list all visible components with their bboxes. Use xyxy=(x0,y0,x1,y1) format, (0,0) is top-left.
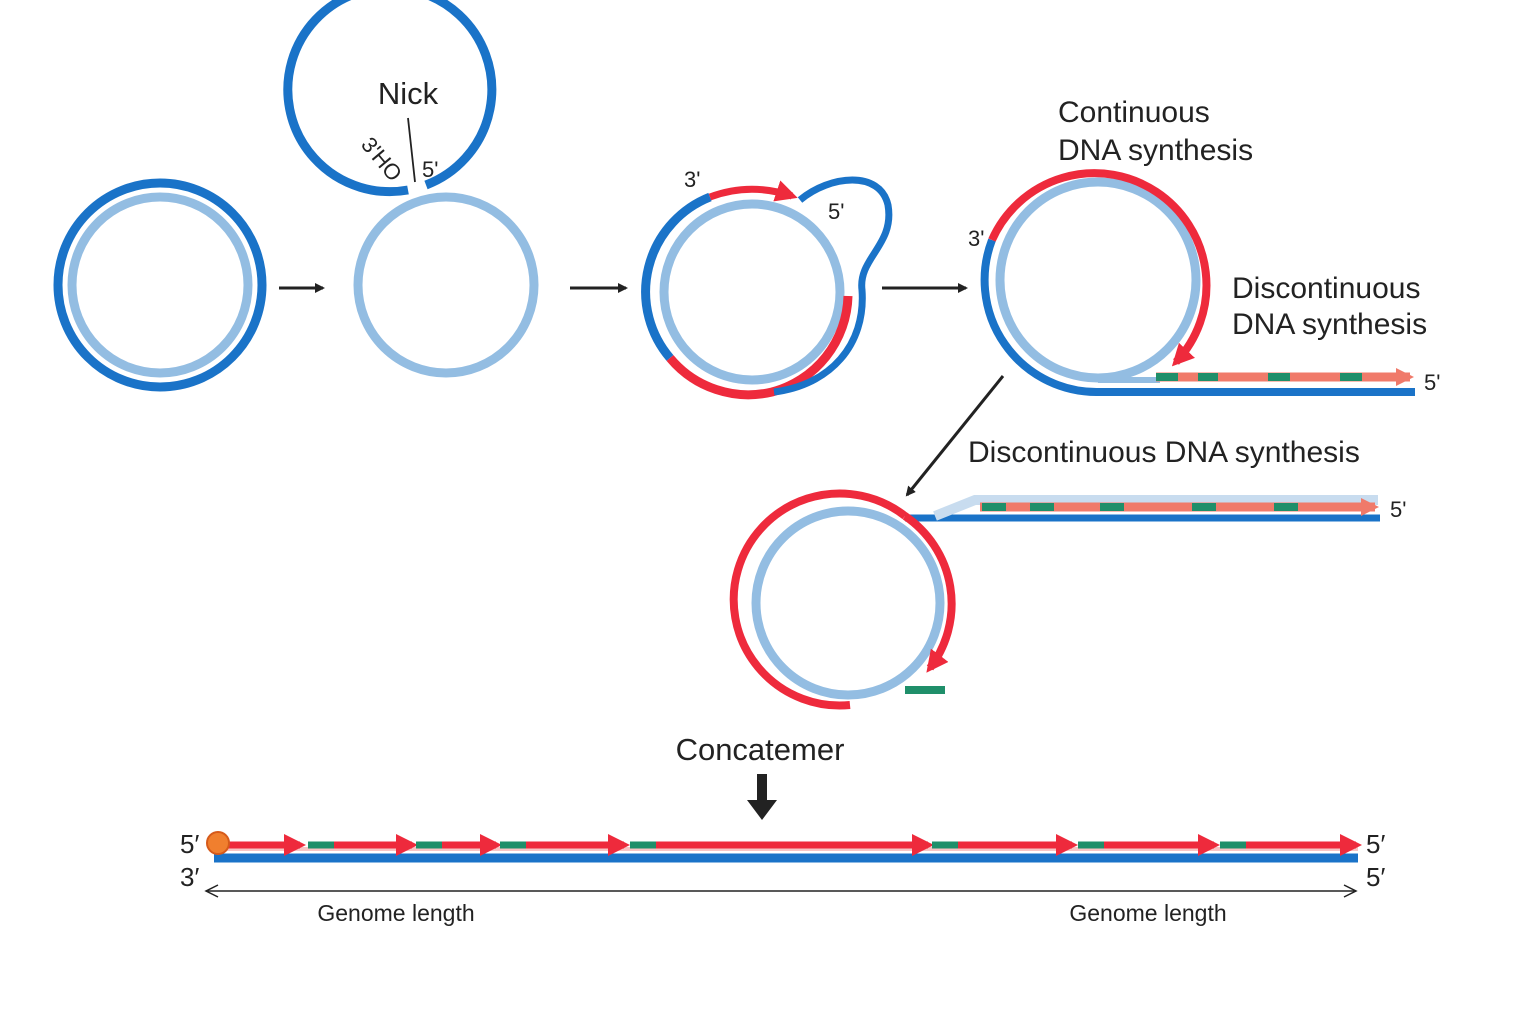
three-prime-ho-label: 3'HO xyxy=(356,132,407,186)
nicked-outer-strand xyxy=(283,0,497,197)
new-strand-arrow xyxy=(708,180,798,202)
inner-strand xyxy=(353,192,539,378)
inner-strand xyxy=(67,192,253,378)
step-arrow-4 xyxy=(905,375,1005,497)
concatemer-label: Concatemer xyxy=(676,732,845,767)
discontinuous-full-label: Discontinuous DNA synthesis xyxy=(968,436,1360,469)
inner-strand xyxy=(659,199,845,385)
three-prime-label: 3' xyxy=(684,167,700,192)
discontinuous-label-1: Discontinuous xyxy=(1232,272,1420,305)
circle-step-5: 5' xyxy=(729,489,1495,710)
new-strand-circle xyxy=(729,489,908,710)
circle-step-4: 3' 5' Continuous DNA synthesis Discontin… xyxy=(968,96,1440,397)
new-strand-lower xyxy=(666,295,853,400)
outer-strand xyxy=(53,178,267,392)
genome-length-label-right: Genome length xyxy=(1069,900,1226,926)
outer-strand-left xyxy=(641,192,712,361)
down-arrow-icon xyxy=(747,774,777,820)
genome-length-label-left: Genome length xyxy=(317,900,474,926)
terminal-protein-icon xyxy=(206,831,230,855)
discontinuous-label-2: DNA synthesis xyxy=(1232,308,1427,341)
continuous-label-2: DNA synthesis xyxy=(1058,134,1253,167)
continuous-label-1: Continuous xyxy=(1058,96,1210,129)
five-prime-label: 5' xyxy=(828,199,844,224)
three-prime-label: 3' xyxy=(968,226,984,251)
inner-strand xyxy=(995,177,1201,383)
genome-length-scale: Genome length Genome length xyxy=(204,884,1358,926)
outer-template-strand xyxy=(980,238,1415,397)
scale-right-arrow-icon xyxy=(1343,884,1358,898)
continuous-synthesis-arrow xyxy=(988,169,1211,367)
displaced-strand xyxy=(773,176,893,396)
nick-pointer xyxy=(407,117,416,183)
five-prime-label: 5' xyxy=(422,157,438,182)
circle-step-2: Nick 3'HO 5' xyxy=(283,0,539,378)
scale-left-arrow-icon xyxy=(204,884,219,898)
upper-displaced-strand xyxy=(933,495,1378,521)
left-three-prime-label: 3′ xyxy=(180,862,199,892)
concatemer-molecule: 5′ 3′ 5′ 5′ xyxy=(180,829,1385,892)
five-prime-label: 5' xyxy=(1390,497,1406,522)
circle-step-1 xyxy=(53,178,267,392)
inner-strand xyxy=(751,506,945,700)
continuous-synthesis-arrow xyxy=(902,512,956,673)
left-five-prime-label: 5′ xyxy=(180,829,199,859)
right-five-prime-top-label: 5′ xyxy=(1366,829,1385,859)
nick-label: Nick xyxy=(378,76,439,111)
five-prime-label: 5' xyxy=(1424,370,1440,395)
right-five-prime-bottom-label: 5′ xyxy=(1366,862,1385,892)
circle-step-3: 3' 5' xyxy=(641,167,893,400)
